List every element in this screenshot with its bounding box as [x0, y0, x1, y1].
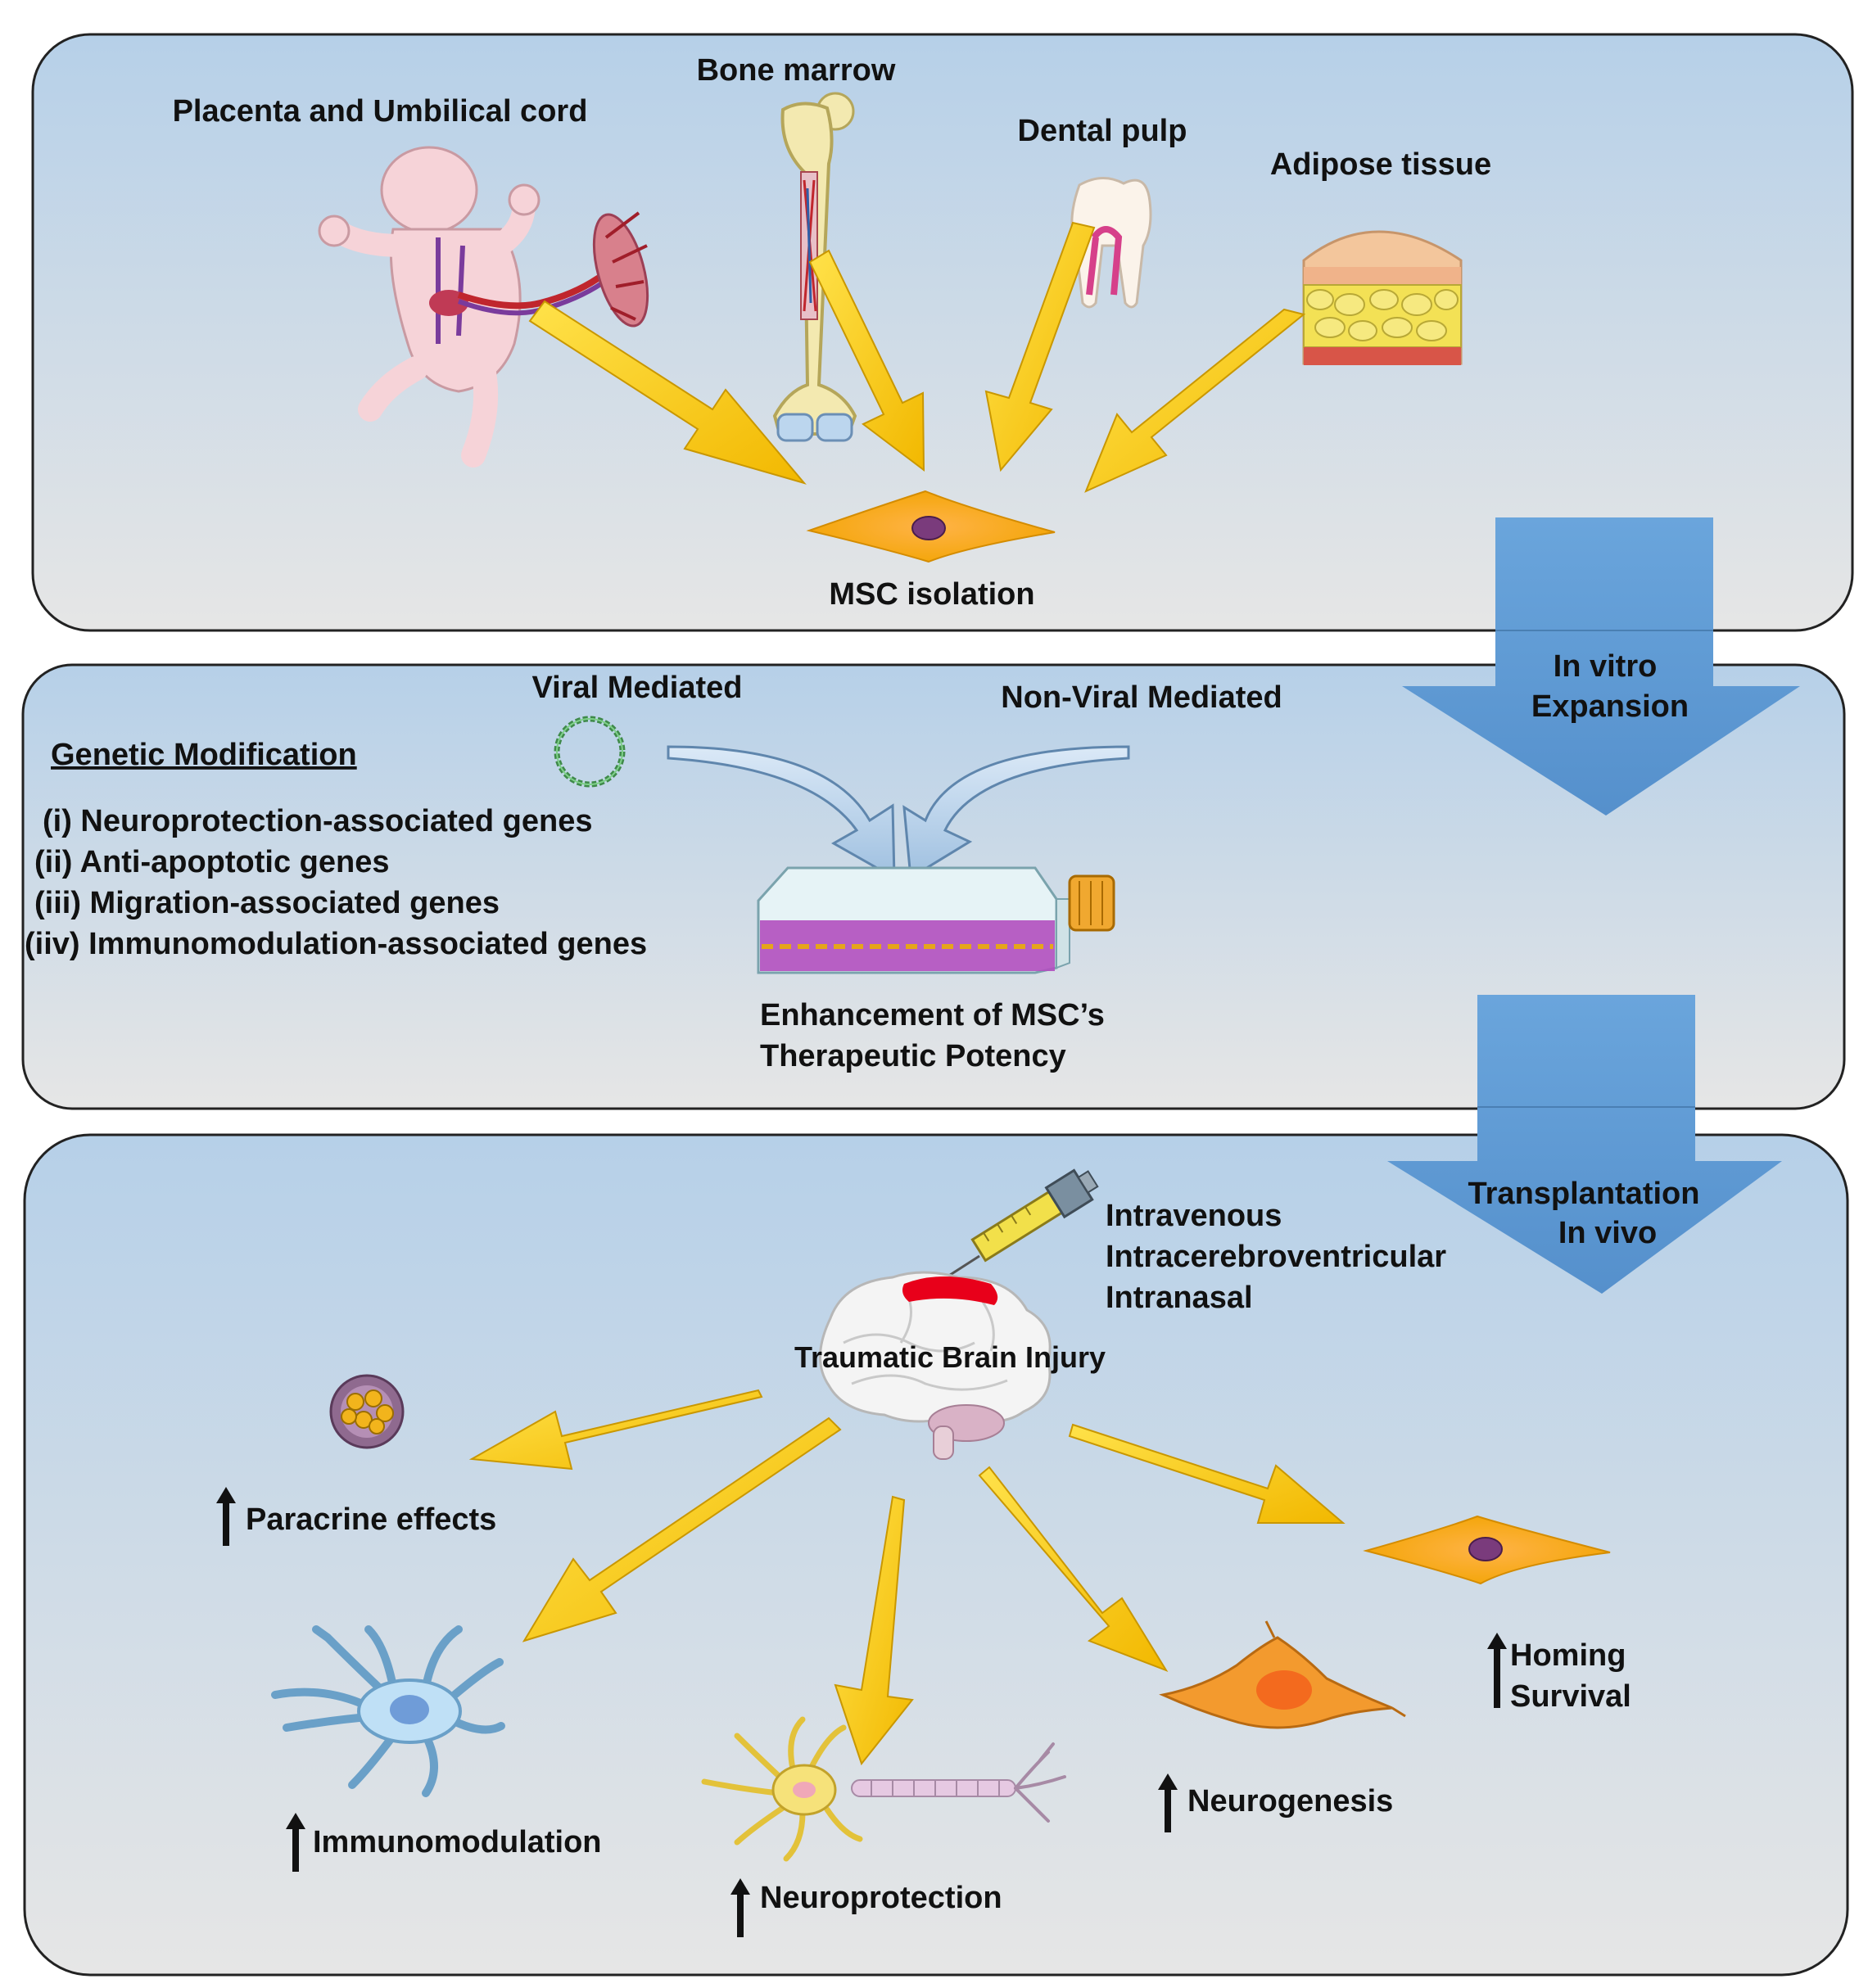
route-intranasal: Intranasal — [1106, 1281, 1253, 1315]
route-intravenous: Intravenous — [1106, 1199, 1282, 1233]
arrow-tooth-to-msc — [984, 221, 1096, 472]
up-arrow-neurogenesis — [1158, 1773, 1178, 1832]
source-placenta-label: Placenta and Umbilical cord — [173, 94, 588, 129]
step-arrow-in-vitro-expansion: In vitro Expansion — [1402, 517, 1800, 816]
source-adipose-label: Adipose tissue — [1270, 147, 1491, 182]
enhancement-line1: Enhancement of MSC’s — [760, 998, 1105, 1032]
source-dental-pulp-label: Dental pulp — [1018, 114, 1187, 148]
up-arrow-immunomodulation — [286, 1813, 305, 1872]
arrow-to-immunomodulation — [522, 1416, 842, 1642]
msc-isolation-label: MSC isolation — [829, 577, 1034, 612]
step1-line1: In vitro — [1554, 649, 1658, 684]
up-arrow-icon — [216, 1487, 1507, 1937]
gene-item-4: (iiv) Immunomodulation-associated genes — [25, 927, 647, 961]
step1-line2: Expansion — [1531, 689, 1689, 724]
arrow-bone-to-msc — [808, 249, 925, 472]
step-arrow-transplantation-in-vivo: Transplantation In vivo — [1387, 995, 1782, 1294]
microglia-icon — [271, 1625, 505, 1797]
up-arrow-paracrine — [216, 1487, 236, 1546]
route-intracerebroventricular: Intracerebroventricular — [1106, 1240, 1446, 1274]
outcome-survival: Survival — [1510, 1679, 1631, 1714]
step2-line2: In vivo — [1558, 1216, 1657, 1250]
panel-transplantation-outcomes — [23, 1133, 1849, 1977]
gene-item-2: (ii) Anti-apoptotic genes — [34, 845, 389, 879]
arrow-to-homing — [1068, 1423, 1346, 1524]
gene-item-3: (iii) Migration-associated genes — [34, 886, 500, 920]
gene-item-1: (i) Neuroprotection-associated genes — [43, 804, 592, 838]
step2-line1: Transplantation — [1468, 1177, 1700, 1211]
outcome-paracrine: Paracrine effects — [246, 1502, 496, 1537]
neuron-icon — [701, 1716, 1066, 1862]
outcome-arrows — [468, 1389, 1346, 1766]
source-bone-marrow-label: Bone marrow — [697, 53, 896, 88]
enhancement-line2: Therapeutic Potency — [760, 1039, 1066, 1073]
outcome-neuroprotection: Neuroprotection — [760, 1881, 1002, 1915]
genetic-modification-heading: Genetic Modification — [51, 738, 357, 772]
plasmid-icon — [554, 716, 626, 788]
outcome-homing: Homing — [1510, 1638, 1626, 1673]
arrow-to-neurogenesis — [978, 1466, 1169, 1672]
outcome-immunomodulation: Immunomodulation — [313, 1825, 602, 1859]
arrow-adipose-to-msc — [1084, 308, 1306, 493]
infant-umbilical-cord-icon — [318, 146, 649, 468]
vesicle-icon — [329, 1374, 405, 1449]
arrow-placenta-to-msc — [528, 300, 807, 485]
msc-cell-icon — [806, 490, 1056, 563]
brain-icon — [819, 1271, 1052, 1460]
arrow-to-paracrine — [468, 1389, 763, 1471]
viral-mediated-label: Viral Mediated — [532, 671, 743, 705]
panel-msc-sources — [31, 33, 1854, 632]
arrow-to-neuroprotection — [834, 1495, 914, 1766]
culture-flask-icon — [757, 866, 1115, 974]
source-arrows — [528, 221, 1306, 493]
outcome-neurogenesis: Neurogenesis — [1187, 1784, 1393, 1819]
neural-progenitor-icon — [1159, 1620, 1406, 1729]
adipose-tissue-icon — [1302, 230, 1463, 365]
up-arrow-homing — [1487, 1633, 1507, 1708]
viral-arrow — [667, 745, 896, 880]
tbi-label: Traumatic Brain Injury — [794, 1340, 1106, 1374]
up-arrow-neuroprotection — [730, 1878, 750, 1937]
non-viral-mediated-label: Non-Viral Mediated — [1001, 680, 1282, 715]
msc-homing-cell-icon — [1363, 1515, 1611, 1585]
tooth-icon — [1070, 177, 1152, 309]
